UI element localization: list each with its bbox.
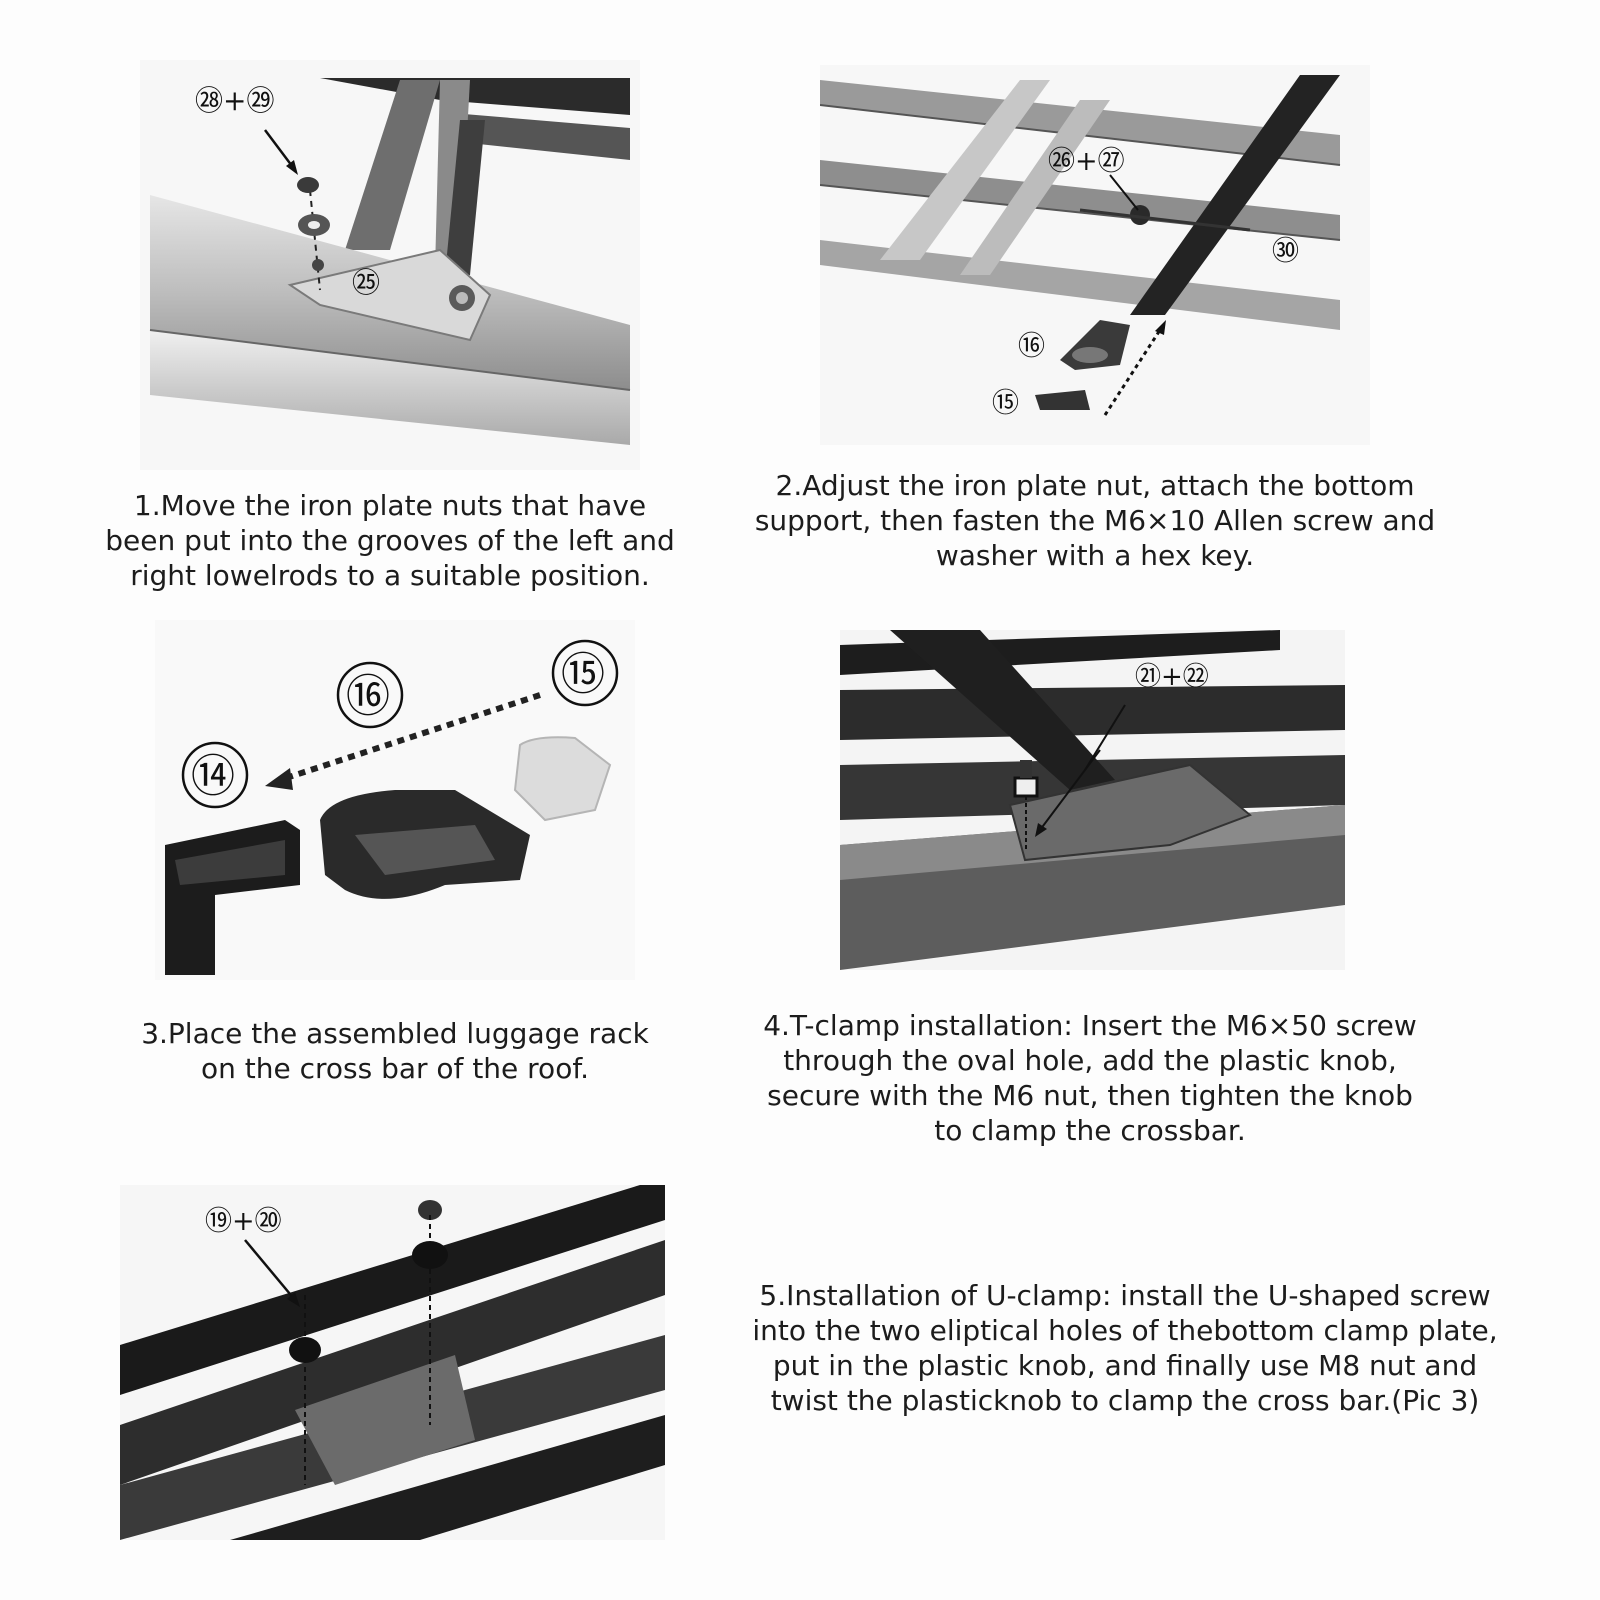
step1-illustration: ㉘+㉙ ㉕ — [140, 60, 640, 470]
callout-16-large: ⑯ — [346, 671, 390, 722]
callout-26-27: ㉖+㉗ — [1048, 146, 1125, 177]
step2-caption: 2.Adjust the iron plate nut, attach the … — [754, 469, 1436, 572]
step4-illustration: ㉑+㉒ — [840, 630, 1345, 970]
step3-caption: 3.Place the assembled luggage rack on th… — [141, 1017, 649, 1085]
step5-caption: 5.Installation of U-clamp: install the U… — [752, 1279, 1498, 1417]
step1-caption: 1.Move the iron plate nuts that have bee… — [105, 489, 675, 592]
callout-25: ㉕ — [352, 266, 380, 299]
callout-21-22: ㉑+㉒ — [1135, 662, 1209, 692]
step2-illustration: ㉖+㉗ ㉚ ⑯ ⑮ — [820, 65, 1370, 445]
callout-19-20: ⑲+⑳ — [205, 1206, 282, 1237]
callout-30: ㉚ — [1272, 236, 1299, 267]
step4-caption: 4.T-clamp installation: Insert the M6×50… — [763, 1009, 1417, 1147]
step3-illustration: ⑯ ⑮ ⑭ — [155, 620, 635, 980]
step5-illustration: ⑲+⑳ — [120, 1185, 665, 1540]
callout-28-29: ㉘+㉙ — [195, 84, 274, 117]
callout-15-large: ⑮ — [561, 649, 605, 700]
callout-16: ⑯ — [1018, 331, 1045, 362]
callout-14-large: ⑭ — [191, 751, 235, 802]
callout-15: ⑮ — [992, 388, 1019, 419]
